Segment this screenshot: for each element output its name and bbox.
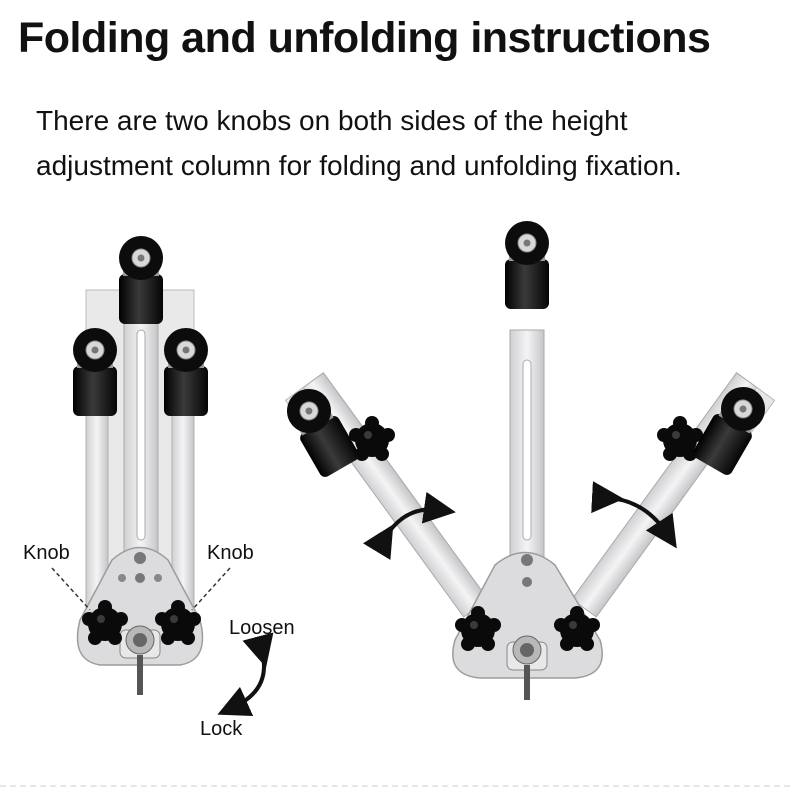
label-knob-right: Knob — [207, 542, 254, 564]
description-line-1: There are two knobs on both sides of the… — [36, 105, 628, 136]
roller-left-icon — [72, 327, 118, 417]
unfolded-stand — [278, 220, 776, 700]
description: There are two knobs on both sides of the… — [36, 98, 776, 188]
swing-arrow-left-icon — [363, 491, 456, 560]
swing-arrow-right-icon — [591, 481, 677, 549]
roller-top-unfolded-icon — [504, 220, 550, 310]
label-lock: Lock — [200, 718, 243, 740]
rotate-arrow-icon — [217, 632, 274, 717]
label-loosen: Loosen — [229, 617, 295, 639]
folded-stand — [51, 235, 274, 717]
bottom-divider — [0, 785, 790, 787]
page-title: Folding and unfolding instructions — [18, 14, 711, 62]
roller-right-icon — [163, 327, 209, 417]
description-line-2: adjustment column for folding and unfold… — [36, 150, 682, 181]
label-knob-left: Knob — [23, 542, 70, 564]
roller-top-icon — [118, 235, 164, 325]
